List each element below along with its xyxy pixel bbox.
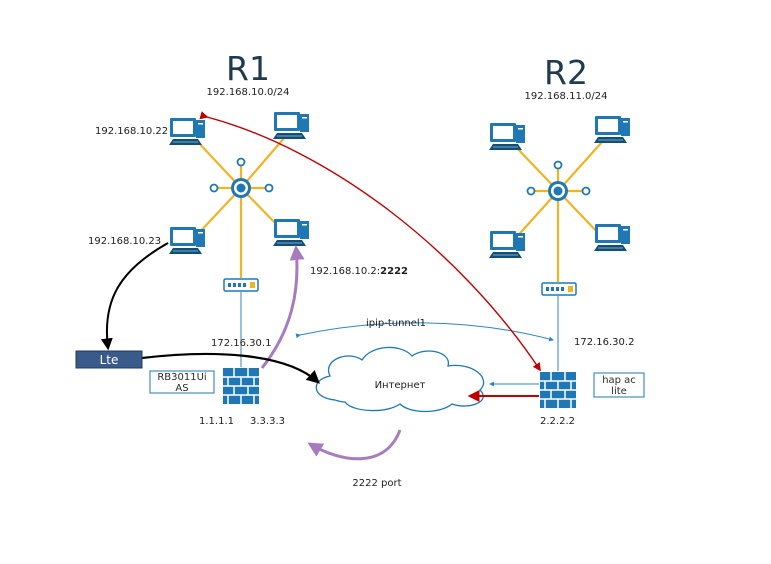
r2-model-box [593,372,645,398]
r2-lan-ip: 172.16.30.2 [574,337,634,348]
r1-model-line1: RB3011Ui [157,372,206,383]
r1-title: R1 [226,49,270,88]
r1-wan-ip-2: 3.3.3.3 [250,416,285,427]
tunnel-label: ipip-tunnel1 [366,318,426,329]
pc-icon [272,218,310,247]
port-forward-red-arrow [199,111,541,372]
host-label-port: 192.168.10.2:2222 [310,266,408,277]
lte-internet-black-arrow [141,352,320,384]
r2-subnet: 192.168.11.0/24 [525,91,608,102]
tunnel-arrow [295,322,554,342]
r1-subnet: 192.168.10.0/24 [207,87,290,98]
r1-model-line2: AS [175,383,188,394]
r2-firewall-icon [539,371,577,409]
pc-icon [168,226,206,255]
lte-label: Lte [100,353,119,367]
port-forward-purple-arrow [260,245,305,369]
pc-icon [593,223,631,252]
lte-box [75,350,143,369]
lte-black-arrow [100,242,169,351]
r1-wan-ip-1: 1.1.1.1 [199,416,234,427]
pc-icon [488,122,526,151]
r1-switch-icon [223,278,259,292]
internet-label: Интернет [375,380,426,391]
port-note: 2222 port [352,478,401,489]
r1-hub-icon [231,178,251,198]
r2-switch-icon [541,282,577,296]
port-return-purple-arrow [307,429,402,461]
pc-icon [272,111,310,140]
r2-model-line1: hap ac [602,375,636,386]
host-label-top-left: 192.168.10.22 [95,126,168,137]
r2-model-line2: lite [611,386,627,397]
pc-icon [168,117,206,146]
r2-title: R2 [544,53,588,92]
r2-hub-icon [548,181,568,201]
pc-icon [488,230,526,259]
host-label-bottom-left: 192.168.10.23 [88,236,161,247]
r1-model-box [149,370,215,394]
r1-firewall-icon [222,367,260,405]
pc-icon [593,115,631,144]
r1-lan-ip: 172.16.30.1 [211,338,271,349]
r2-wan-ip: 2.2.2.2 [540,416,575,427]
